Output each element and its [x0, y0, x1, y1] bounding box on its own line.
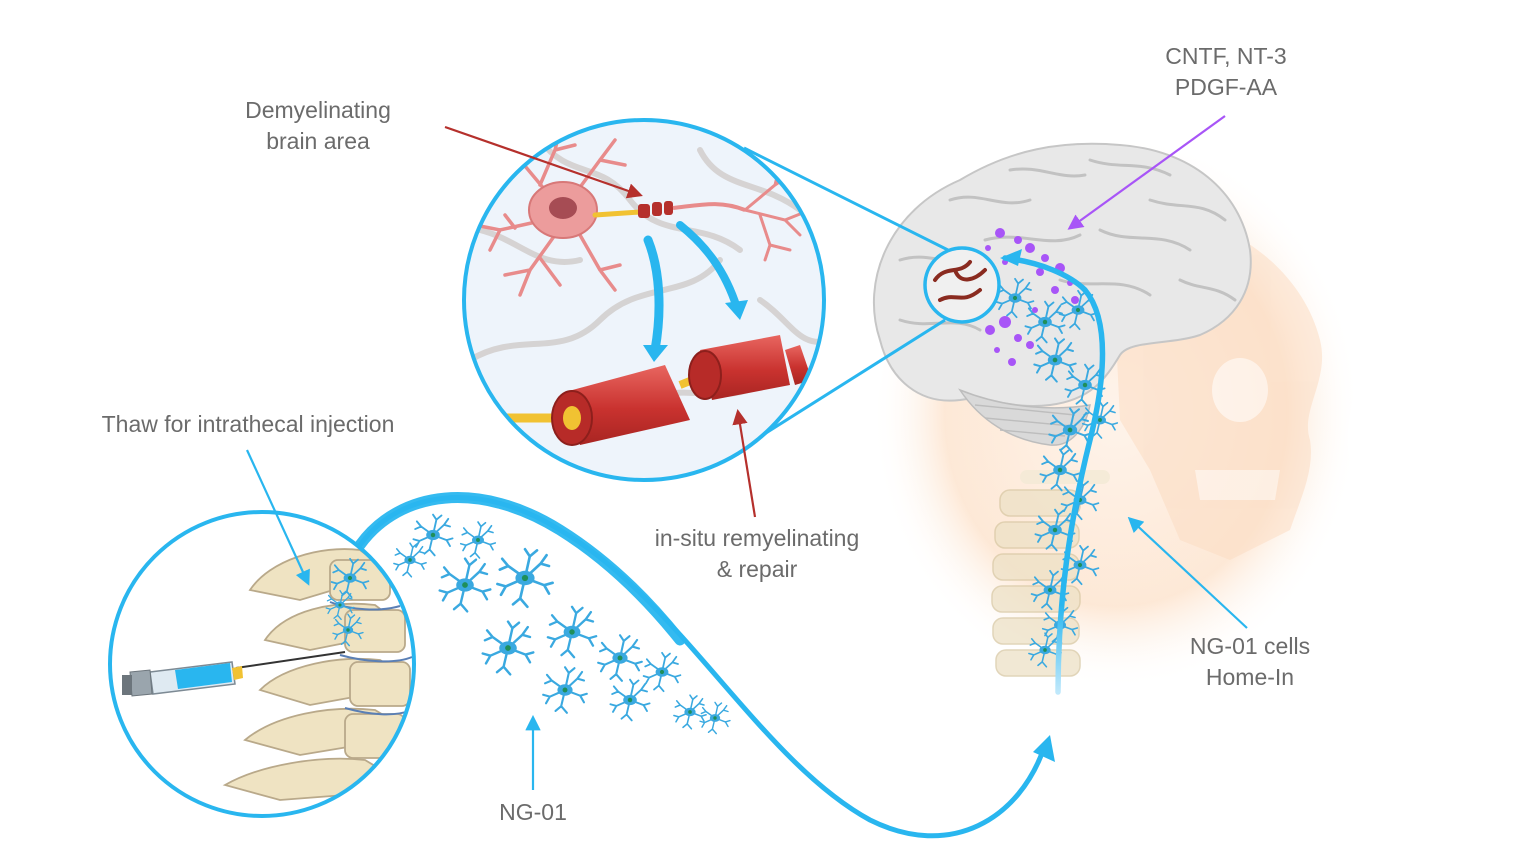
- arrow-to-homing-cells: [1127, 516, 1248, 629]
- label-growth-factors-line2: PDGF-AA: [1174, 74, 1278, 100]
- zoomed-demyelination-view: [462, 118, 826, 482]
- arrow-to-remyelination: [732, 408, 757, 518]
- arrow-to-demyelination: [444, 125, 643, 199]
- arrow-to-injection-site: [246, 449, 310, 586]
- cord-entry-arrowhead: [1000, 249, 1022, 266]
- label-remyelinating-line1: in-situ remyelinating: [654, 525, 860, 551]
- cell-migration-path-thick: [354, 492, 686, 646]
- pointer-arrows: [246, 115, 1248, 790]
- label-thaw-injection: Thaw for intrathecal injection: [68, 409, 428, 440]
- label-demyelinating-brain-area: Demyelinating brain area: [218, 95, 418, 157]
- label-demyelinating-line2: brain area: [266, 128, 370, 154]
- migration-arrowhead: [1033, 735, 1055, 762]
- label-thaw-text: Thaw for intrathecal injection: [101, 411, 395, 437]
- lesion-site-icon: [923, 246, 1001, 324]
- label-demyelinating-line1: Demyelinating: [245, 97, 391, 123]
- label-remyelinating-repair: in-situ remyelinating & repair: [627, 523, 887, 585]
- label-growth-factors-line1: CNTF, NT-3: [1165, 43, 1287, 69]
- label-home-in-line1: NG-01 cells: [1189, 633, 1311, 659]
- zoom-connector-lines: [743, 146, 949, 445]
- intrathecal-injection-view: [108, 510, 416, 818]
- growth-factor-particles: [985, 228, 1079, 366]
- label-ng01-text: NG-01: [499, 799, 567, 825]
- myelin-sheath-icon: [495, 335, 812, 446]
- label-remyelinating-line2: & repair: [716, 556, 798, 582]
- spine-icon: [222, 548, 411, 801]
- label-growth-factors: CNTF, NT-3 PDGF-AA: [1126, 41, 1326, 103]
- spinal-cord-path: [1002, 255, 1106, 695]
- syringe-icon: [122, 651, 346, 697]
- arrow-to-growth-factors: [1067, 115, 1226, 230]
- label-ng01-home-in: NG-01 cells Home-In: [1160, 631, 1340, 693]
- label-ng01: NG-01: [483, 797, 583, 828]
- label-home-in-line2: Home-In: [1205, 664, 1295, 690]
